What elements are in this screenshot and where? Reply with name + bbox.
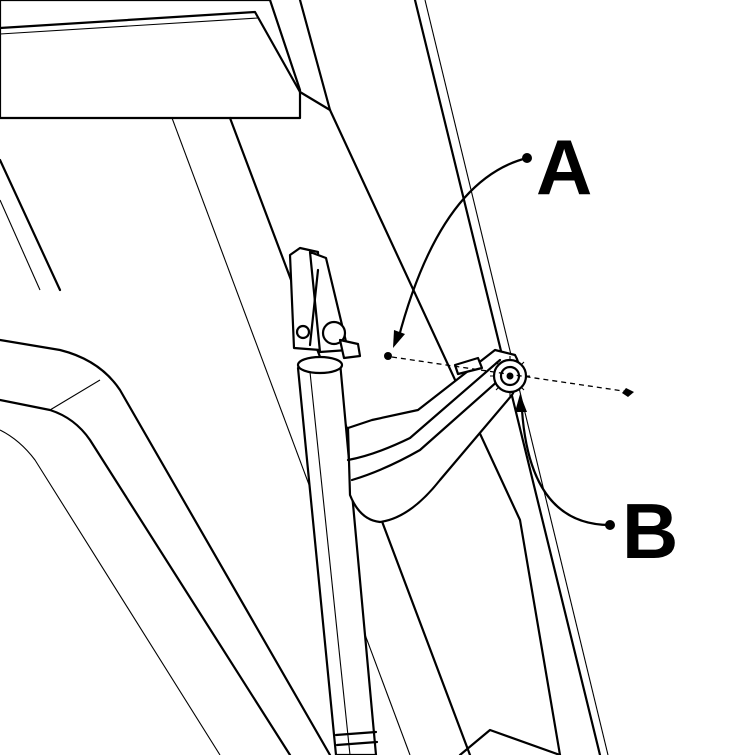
callout-b-leader (515, 394, 615, 530)
alignment-end-marker (622, 388, 634, 397)
vertical-rod (296, 355, 379, 755)
callout-a-leader (393, 153, 532, 348)
lever-arm (346, 348, 521, 524)
knurled-knob (490, 356, 530, 396)
side-panel (0, 338, 332, 755)
hole-a-marker (384, 352, 392, 360)
bottom-bracket (458, 728, 562, 755)
callout-label-b: B (622, 487, 678, 575)
top-frame-beam (0, 0, 332, 120)
callout-label-a: A (536, 123, 592, 211)
alignment-guide (384, 352, 634, 397)
top-bracket (288, 246, 362, 360)
